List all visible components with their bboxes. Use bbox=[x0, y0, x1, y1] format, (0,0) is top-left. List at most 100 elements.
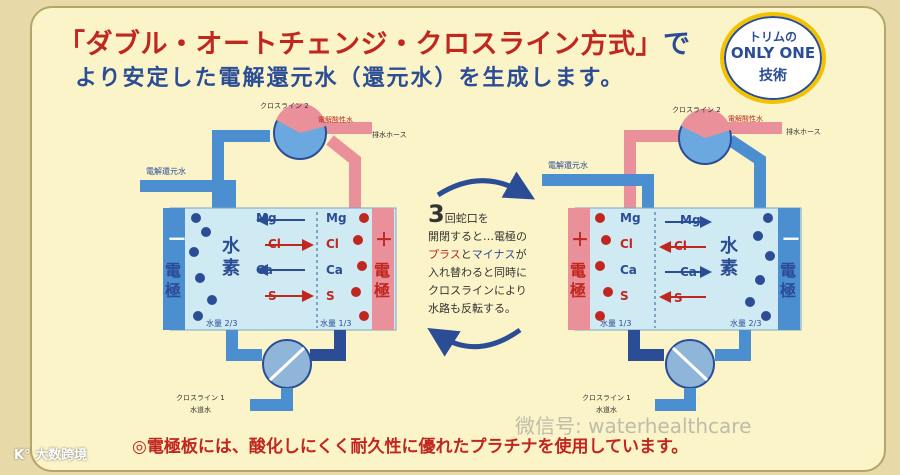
left-pipe-reduced-out bbox=[140, 180, 236, 208]
right-crossline2-label: クロスライン 2 bbox=[672, 106, 721, 114]
svg-text:S: S bbox=[268, 289, 277, 303]
right-tap-water-label: 水道水 bbox=[596, 405, 617, 414]
right-electrolysis-cell bbox=[574, 207, 802, 331]
left-hydrogen-label-1: 水 bbox=[222, 235, 241, 257]
right-hydrogen-label-1: 水 bbox=[720, 235, 739, 257]
svg-text:S: S bbox=[620, 289, 629, 303]
right-hydrogen-label-2: 素 bbox=[720, 258, 738, 279]
left-ions-right: Mg Cl Ca S bbox=[326, 211, 347, 303]
left-pipe-bottom-right bbox=[310, 330, 346, 361]
left-electrode-minus-label-1: 電 bbox=[165, 261, 181, 280]
left-tap-water-label: 水道水 bbox=[190, 405, 211, 414]
left-electrode-plus-sign: ＋ bbox=[375, 230, 393, 251]
svg-text:Cl: Cl bbox=[674, 239, 687, 253]
right-drain-hose-label: 排水ホース bbox=[786, 127, 821, 136]
left-pipe-acid-up bbox=[326, 135, 361, 208]
right-electrode-plus-label-1: 電 bbox=[570, 261, 586, 280]
right-reduced-water-label: 電解還元水 bbox=[548, 160, 588, 170]
title-main: 「ダブル・オートチェンジ・クロスライン方式」 bbox=[58, 29, 663, 60]
svg-text:Cl: Cl bbox=[268, 237, 281, 251]
right-electrode-minus-label-1: 電 bbox=[780, 261, 796, 280]
svg-text:Cl: Cl bbox=[326, 237, 339, 251]
middle-arrow-top bbox=[436, 171, 536, 200]
right-crossline2-valve-acid bbox=[681, 108, 731, 138]
svg-text:Cl: Cl bbox=[620, 237, 633, 251]
left-acid-water-label: 電解酸性水 bbox=[318, 115, 353, 124]
left-oxygen-bubbles bbox=[351, 213, 369, 321]
right-pipe-reduced-out bbox=[542, 174, 654, 208]
left-hydrogen-bubbles bbox=[189, 213, 217, 321]
middle-line1: 回蛇口を bbox=[444, 212, 489, 225]
left-unit: クロスライン 2 電解酸性水 排水ホース 電解還元水 ー 電 極 ＋ 電 極 水… bbox=[140, 102, 407, 414]
right-electrode-plus-label-2: 極 bbox=[569, 281, 586, 300]
page-subtitle: より安定した電解還元水（還元水）を生成します。 bbox=[75, 66, 625, 91]
left-electrode-minus bbox=[163, 208, 185, 330]
left-electrode-minus-label-2: 極 bbox=[164, 281, 181, 300]
right-electrode-minus bbox=[778, 208, 800, 330]
middle-line4: 入れ替わると同時に bbox=[428, 266, 527, 279]
right-ions-left: Mg Cl Ca S bbox=[620, 211, 641, 303]
middle-number: 3 bbox=[428, 200, 445, 228]
middle-line5: クロスラインにより bbox=[428, 284, 527, 297]
left-electrode-plus-label-2: 極 bbox=[373, 281, 390, 300]
right-pipe-reduced-up bbox=[726, 135, 766, 208]
right-ions-mid: Mg Cl Ca S bbox=[674, 213, 701, 305]
right-pipe-bottom-left bbox=[628, 330, 664, 361]
middle-line3: プラスとマイナスが bbox=[428, 248, 527, 261]
right-pipe-acid-up bbox=[624, 130, 680, 208]
right-electrode-minus-sign: ー bbox=[782, 230, 800, 251]
middle-line2: 開閉すると…電極の bbox=[428, 230, 527, 243]
left-electrode-plus-label-1: 電 bbox=[374, 261, 390, 280]
right-electrode-plus bbox=[568, 208, 590, 330]
right-pipe-tap-in bbox=[655, 388, 696, 411]
right-crossline1-label: クロスライン 1 bbox=[582, 394, 631, 402]
badge-line3: 技術 bbox=[759, 68, 787, 84]
svg-text:Ca: Ca bbox=[680, 265, 697, 279]
title-suffix: で bbox=[663, 29, 691, 60]
svg-text:Mg: Mg bbox=[256, 211, 277, 225]
left-pipe-bottom-left bbox=[226, 330, 262, 361]
svg-text:Mg: Mg bbox=[680, 213, 701, 227]
svg-text:Mg: Mg bbox=[326, 211, 347, 225]
only-one-badge: トリムの ONLY ONE 技術 bbox=[720, 12, 826, 104]
left-water-amount-left: 水量 2/3 bbox=[206, 318, 237, 328]
page-title: 「ダブル・オートチェンジ・クロスライン方式」で bbox=[58, 22, 691, 61]
left-electrode-plus bbox=[372, 208, 394, 330]
right-electrode-plus-sign: ＋ bbox=[571, 230, 589, 251]
left-reduced-water-label: 電解還元水 bbox=[146, 166, 186, 176]
left-ions-mid: Mg Cl Ca S bbox=[256, 211, 281, 303]
right-electrode-minus-label-2: 極 bbox=[779, 281, 796, 300]
left-pipe-tap-in bbox=[250, 388, 293, 411]
svg-text:S: S bbox=[674, 291, 683, 305]
left-crossline1-valve-divider bbox=[268, 346, 306, 382]
right-crossline1-valve-divider bbox=[671, 346, 709, 382]
svg-text:Ca: Ca bbox=[256, 263, 273, 277]
right-oxygen-bubbles bbox=[595, 213, 613, 321]
right-acid-water-label: 電解酸性水 bbox=[728, 114, 763, 123]
svg-text:Mg: Mg bbox=[620, 211, 641, 225]
left-crossline1-label: クロスライン 1 bbox=[176, 394, 225, 402]
right-unit: クロスライン 2 電解酸性水 排水ホース 電解還元水 ＋ 電 極 ー 電 極 水… bbox=[542, 106, 821, 414]
right-hydrogen-bubbles bbox=[745, 213, 775, 321]
platinum-note: ◎電極板には、酸化しにくく耐久性に優れたプラチナを使用しています。 bbox=[132, 437, 689, 457]
wechat-watermark: 微信号: waterhealthcare bbox=[515, 414, 752, 438]
left-hydrogen-label-2: 素 bbox=[222, 258, 240, 279]
brand-watermark: K° 大数跨境 bbox=[14, 448, 88, 463]
badge-line2: ONLY ONE bbox=[730, 44, 816, 62]
svg-text:S: S bbox=[326, 289, 335, 303]
left-water-amount-right: 水量 1/3 bbox=[320, 318, 351, 328]
right-water-amount-left: 水量 1/3 bbox=[600, 318, 631, 328]
left-crossline2-valve-acid bbox=[276, 103, 326, 133]
right-pipe-bottom-right bbox=[715, 330, 751, 361]
middle-line6: 水路も反転する。 bbox=[428, 302, 516, 315]
left-electrode-minus-sign: ー bbox=[168, 230, 186, 251]
right-water-amount-right: 水量 2/3 bbox=[730, 318, 761, 328]
svg-text:Ca: Ca bbox=[620, 263, 637, 277]
middle-arrow-bottom bbox=[427, 327, 522, 357]
left-crossline2-label: クロスライン 2 bbox=[260, 102, 309, 110]
middle-explanation: 3回蛇口を 開閉すると…電極の プラスとマイナスが 入れ替わると同時に クロスラ… bbox=[428, 202, 548, 318]
badge-line1: トリムの bbox=[748, 30, 797, 44]
svg-text:Ca: Ca bbox=[326, 263, 343, 277]
left-drain-hose-label: 排水ホース bbox=[372, 130, 407, 139]
